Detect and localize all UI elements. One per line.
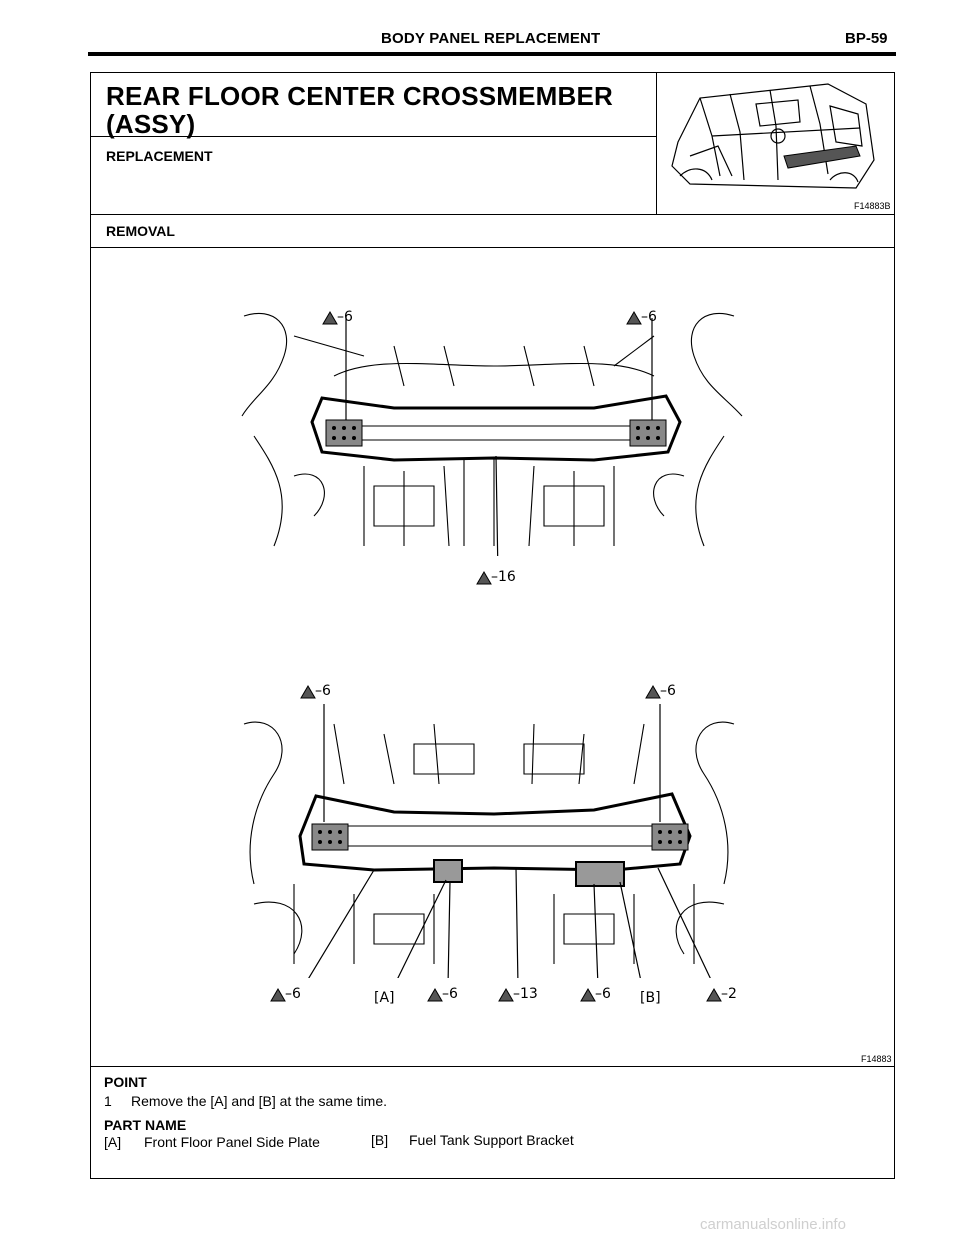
thumb-divider	[656, 72, 657, 214]
part-b-tag: [B]	[371, 1132, 389, 1148]
section-divider	[90, 214, 895, 215]
weld-count-value: 6	[322, 683, 331, 699]
removal-divider	[90, 247, 895, 248]
point-item-number: 1	[104, 1093, 112, 1109]
weld-marker-bottom-top-left	[300, 685, 316, 704]
weld-count-value: 16	[498, 569, 516, 585]
weld-count-bottom-7: –2	[721, 986, 737, 1002]
title-line-2: (ASSY)	[106, 109, 196, 139]
callout-tag-a: [A]	[374, 990, 395, 1006]
point-heading: POINT	[104, 1074, 147, 1090]
weld-count-value: 2	[728, 986, 737, 1002]
weld-count-value: 6	[648, 309, 657, 325]
spot-weld-icon	[270, 988, 286, 1002]
weld-count-bottom-top-left: –6	[315, 683, 331, 699]
page-title: REAR FLOOR CENTER CROSSMEMBER (ASSY)	[106, 82, 613, 138]
weld-marker-bottom-4	[498, 988, 514, 1007]
weld-marker-bottom-top-right	[645, 685, 661, 704]
weld-marker-top-left	[322, 311, 338, 330]
spot-weld-icon	[626, 311, 642, 325]
spot-weld-icon	[498, 988, 514, 1002]
weld-count-value: 6	[344, 309, 353, 325]
thumbnail-code: F14883B	[854, 201, 891, 211]
title-divider	[90, 136, 656, 137]
weld-count-bottom-5: –6	[595, 986, 611, 1002]
weld-marker-top-center	[476, 571, 492, 590]
spot-weld-icon	[580, 988, 596, 1002]
part-b-name: Fuel Tank Support Bracket	[409, 1132, 574, 1148]
page-header-title: BODY PANEL REPLACEMENT	[381, 30, 601, 47]
spot-weld-icon	[706, 988, 722, 1002]
part-name-heading: PART NAME	[104, 1117, 187, 1133]
page-number: BP-59	[845, 30, 888, 47]
callout-tag-b: [B]	[640, 990, 661, 1006]
subtitle: REPLACEMENT	[106, 148, 213, 164]
weld-marker-top-right	[626, 311, 642, 330]
title-line-1: REAR FLOOR CENTER CROSSMEMBER	[106, 81, 614, 111]
removal-heading: REMOVAL	[106, 223, 175, 239]
weld-marker-bottom-1	[270, 988, 286, 1007]
weld-count-top-center: –16	[491, 569, 516, 585]
vehicle-thumbnail	[671, 83, 875, 189]
part-a-tag: [A]	[104, 1134, 122, 1150]
figure-divider	[90, 1066, 895, 1067]
spot-weld-icon	[476, 571, 492, 585]
weld-count-value: 13	[520, 986, 538, 1002]
spot-weld-icon	[427, 988, 443, 1002]
figure-code: F14883	[861, 1054, 892, 1064]
spot-weld-icon	[300, 685, 316, 699]
weld-count-bottom-top-right: –6	[660, 683, 676, 699]
weld-count-value: 6	[292, 986, 301, 1002]
spot-weld-icon	[322, 311, 338, 325]
watermark: carmanualsonline.info	[700, 1216, 846, 1233]
weld-marker-bottom-5	[580, 988, 596, 1007]
spot-weld-icon	[645, 685, 661, 699]
header-rule	[88, 52, 896, 56]
part-a-name: Front Floor Panel Side Plate	[144, 1134, 320, 1150]
content-frame	[90, 72, 895, 1179]
weld-marker-bottom-3	[427, 988, 443, 1007]
weld-count-top-right: –6	[641, 309, 657, 325]
weld-count-bottom-4: –13	[513, 986, 538, 1002]
point-item-text: Remove the [A] and [B] at the same time.	[131, 1093, 388, 1109]
weld-count-bottom-1: –6	[285, 986, 301, 1002]
weld-count-top-left: –6	[337, 309, 353, 325]
top-crossmember-diagram	[241, 312, 743, 556]
weld-marker-bottom-7	[706, 988, 722, 1007]
weld-count-bottom-3: –6	[442, 986, 458, 1002]
bottom-crossmember-diagram	[243, 704, 735, 978]
weld-count-value: 6	[449, 986, 458, 1002]
weld-count-value: 6	[602, 986, 611, 1002]
weld-count-value: 6	[667, 683, 676, 699]
